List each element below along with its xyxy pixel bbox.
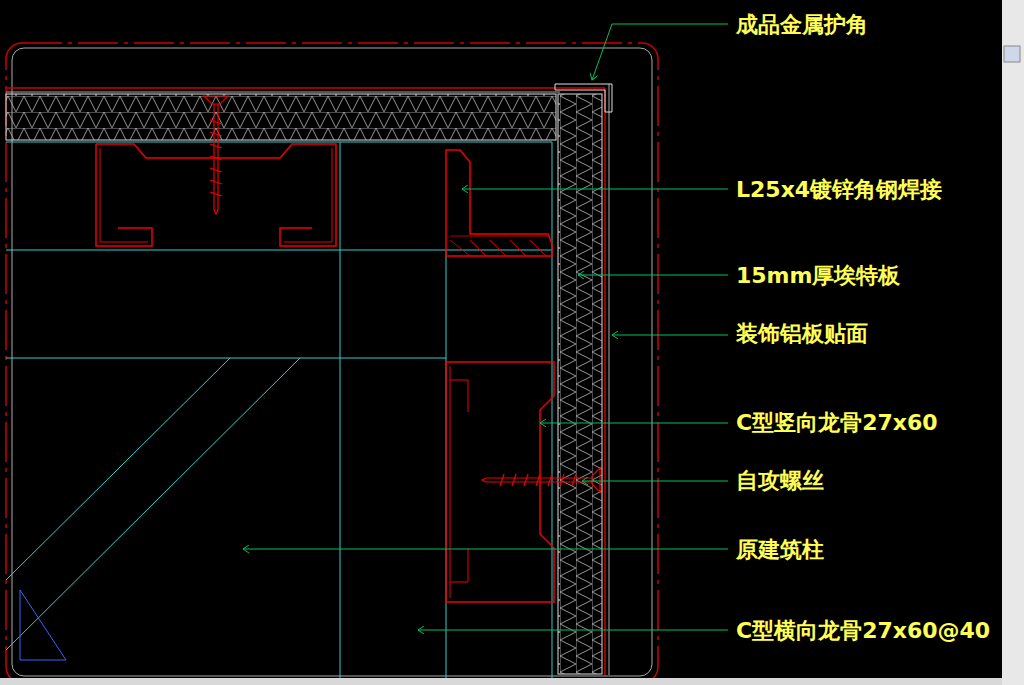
callout-label: 自攻螺丝 (734, 468, 826, 494)
callout-label: C型横向龙骨27x60@40 (734, 618, 992, 644)
callout-label: 成品金属护角 (734, 12, 870, 38)
callout-label: 原建筑柱 (734, 537, 826, 563)
callout-label: L25x4镀锌角钢焊接 (734, 177, 944, 203)
callout-label: 装饰铝板贴面 (734, 321, 870, 347)
callout-label: 15mm厚埃特板 (734, 263, 902, 289)
callout-label: C型竖向龙骨27x60 (734, 410, 940, 436)
